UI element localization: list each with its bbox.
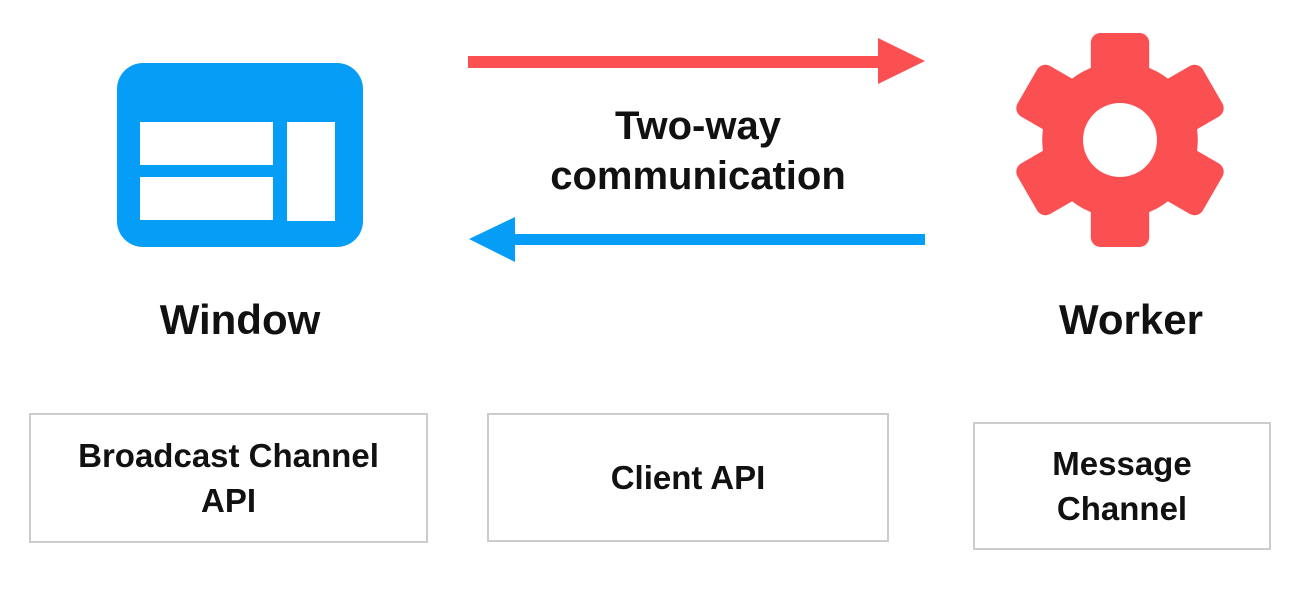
api-box-client-api-label: Client API [610, 459, 766, 496]
api-box-broadcast-channel: Broadcast Channel API [29, 413, 428, 543]
window-to-worker-arrow [468, 38, 925, 84]
api-box-broadcast-channel-label: Broadcast Channel API [78, 437, 379, 519]
api-box-client-api: Client API [487, 413, 889, 542]
browser-window-icon [117, 63, 363, 247]
worker-node-label: Worker [1059, 296, 1203, 343]
two-way-communication-label: Two-way communication [550, 104, 846, 198]
api-box-message-channel: Message Channel [973, 422, 1271, 550]
worker-to-window-arrow [469, 217, 925, 262]
api-box-message-channel-label: Message Channel [1052, 445, 1192, 527]
window-node-label: Window [159, 296, 321, 343]
gear-icon [1013, 33, 1227, 247]
